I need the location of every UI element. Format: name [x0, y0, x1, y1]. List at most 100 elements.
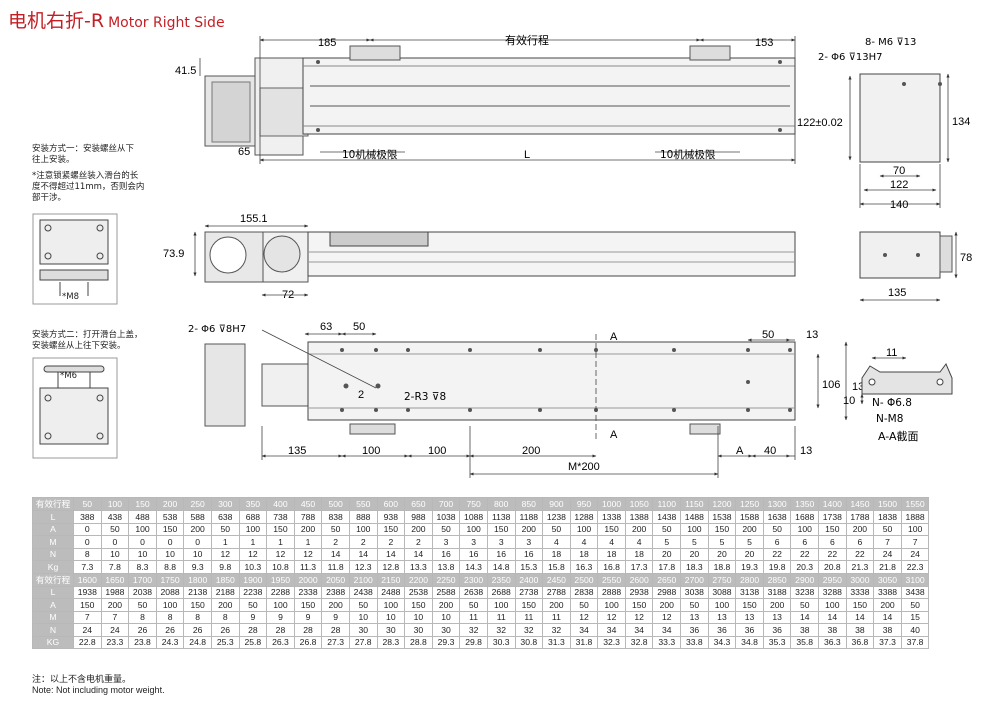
m6-holes: 8- M6 ⊽13 [865, 37, 916, 48]
table-cell: 11 [542, 610, 571, 624]
row-label: Kg [32, 560, 74, 574]
install-method-2-icon [32, 357, 118, 459]
table-cell: 1 [266, 535, 295, 549]
table-cell: 1 [238, 535, 268, 549]
table-cell: 100 [900, 522, 930, 536]
table-cell: 200 [514, 522, 544, 536]
limit-right: 10机械极限 [660, 148, 716, 161]
table-cell: 1838 [873, 510, 902, 524]
table-cell: 13 [680, 610, 709, 624]
table-cell: 200 [542, 598, 571, 612]
table-cell: 18.8 [707, 560, 737, 574]
table-cell: 1900 [238, 572, 268, 587]
table-cell: 18 [542, 547, 571, 561]
table-cell: 9 [238, 610, 268, 624]
table-cell: 200 [652, 598, 682, 612]
section-a-bottom: A [610, 429, 618, 441]
table-cell: 2150 [376, 572, 406, 587]
table-cell: 100 [155, 598, 185, 612]
install-note-2: 安装方式二：打开滑台上盖， 安装螺丝从上往下安装。 [32, 330, 143, 352]
table-cell: 14 [873, 610, 902, 624]
table-cell: 1938 [73, 585, 102, 599]
table-cell: 7.8 [100, 560, 130, 574]
table-cell: 10 [431, 610, 461, 624]
dim-13: 13 [800, 445, 812, 457]
table-cell: 40 [900, 623, 930, 637]
table-cell: 10 [155, 547, 185, 561]
dim-40: 40 [764, 445, 776, 457]
note-line: 度不得超过11mm，否则会内 [32, 182, 145, 192]
table-cell: 14 [321, 547, 350, 561]
table-cell: 28 [266, 623, 295, 637]
table-cell: 5 [735, 535, 764, 549]
table-cell: 1288 [569, 510, 599, 524]
table-cell: 0 [155, 535, 185, 549]
table-cell: 38 [873, 623, 902, 637]
table-cell: 20 [652, 547, 682, 561]
note-line: *注意锁紧螺丝装入滑台的长 [32, 171, 139, 181]
table-cell: 34.3 [707, 635, 737, 649]
technical-drawing: *M8 *M6 [32, 33, 972, 478]
table-cell: 50 [431, 522, 461, 536]
dim-78: 78 [960, 252, 972, 264]
table-cell: 1250 [735, 497, 764, 511]
table-cell: 1100 [652, 497, 682, 511]
table-cell: 4 [597, 535, 626, 549]
table-cell: 36 [735, 623, 764, 637]
table-cell: 200 [845, 522, 875, 536]
table-cell: 13 [735, 610, 764, 624]
m8-label: *M8 [62, 292, 79, 302]
table-cell: 2888 [597, 585, 626, 599]
dim-122-tol: 122±0.02 [797, 117, 843, 129]
note-line: 部干涉。 [32, 193, 67, 203]
table-cell: 1 [293, 535, 323, 549]
table-cell: 3088 [707, 585, 737, 599]
dim-72: 72 [282, 289, 294, 301]
table-cell: 150 [183, 598, 212, 612]
install-method-1-icon [32, 213, 118, 305]
table-cell: 11 [459, 610, 488, 624]
table-cell: 2300 [459, 572, 488, 587]
dim-140: 140 [890, 199, 908, 211]
table-cell: 7.3 [73, 560, 102, 574]
table-cell: 1750 [155, 572, 185, 587]
table-cell: 14 [790, 610, 820, 624]
table-cell: 538 [155, 510, 185, 524]
table-cell: 17.3 [624, 560, 654, 574]
dim-135-bottom: 135 [288, 445, 306, 457]
table-cell: 100 [459, 522, 488, 536]
m6-label: *M6 [60, 371, 77, 381]
table-cell: 33.8 [680, 635, 709, 649]
table-cell: 32 [542, 623, 571, 637]
table-cell: 36.8 [845, 635, 875, 649]
table-cell: 24.8 [183, 635, 212, 649]
table-cell: 50 [210, 522, 240, 536]
table-cell: 100 [597, 598, 626, 612]
limit-left: 10机械极限 [342, 148, 398, 161]
table-cell: 10 [128, 547, 157, 561]
table-cell: 28 [238, 623, 268, 637]
table-cell: 24 [873, 547, 902, 561]
table-cell: 3 [514, 535, 544, 549]
table-cell: 8 [183, 610, 212, 624]
dim-70: 70 [893, 165, 905, 177]
table-cell: 100 [266, 598, 295, 612]
table-cell: 13.8 [431, 560, 461, 574]
table-cell: 100 [128, 522, 157, 536]
table-cell: 2 [404, 535, 433, 549]
table-cell: 16 [459, 547, 488, 561]
table-cell: 2638 [459, 585, 488, 599]
table-cell: 2288 [266, 585, 295, 599]
row-label: KG [32, 635, 74, 649]
table-cell: 22 [818, 547, 847, 561]
table-cell: 950 [569, 497, 599, 511]
table-cell: 1800 [183, 572, 212, 587]
table-cell: 100 [376, 598, 406, 612]
dim-63: 63 [320, 321, 332, 333]
table-cell: 4 [569, 535, 599, 549]
table-cell: 0 [128, 535, 157, 549]
table-cell: 30 [404, 623, 433, 637]
